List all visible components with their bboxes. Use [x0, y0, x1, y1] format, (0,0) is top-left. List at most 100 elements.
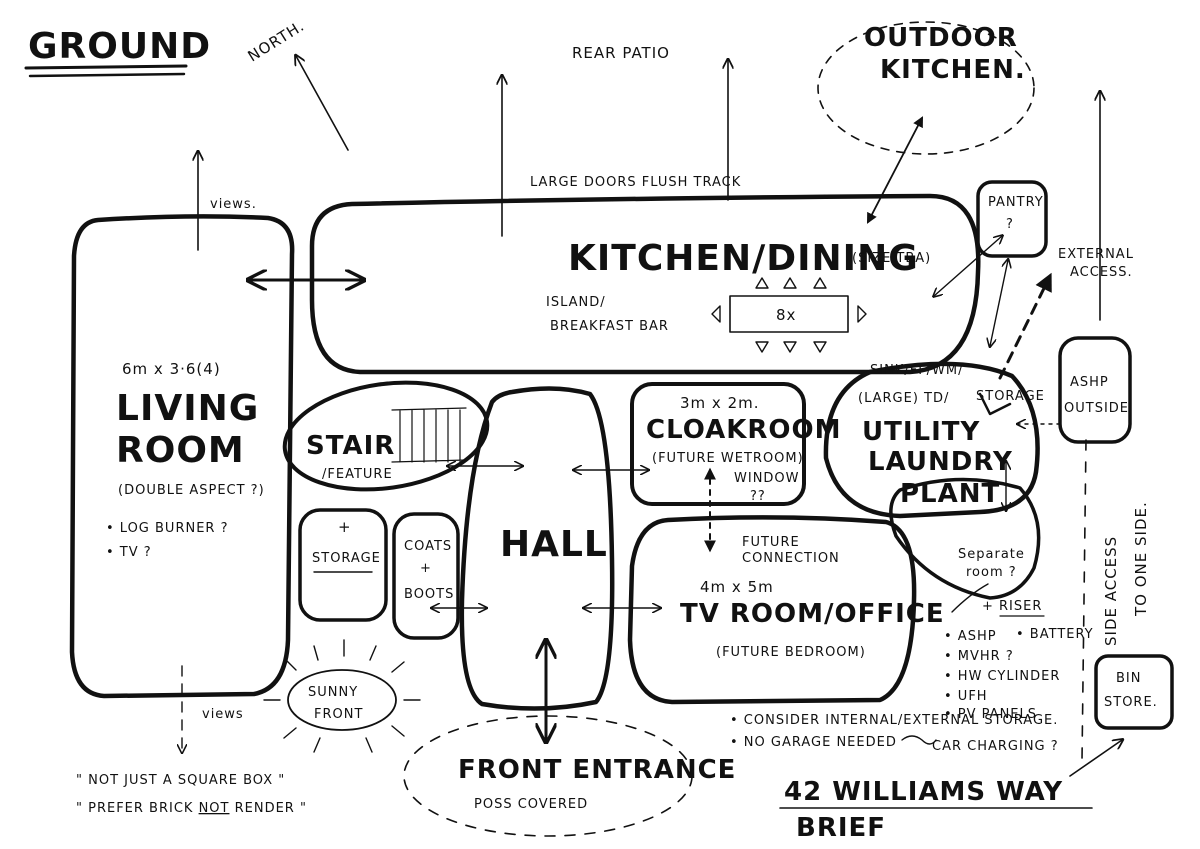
project-brief: BRIEF — [796, 813, 886, 843]
living-bullet-1: • LOG BURNER ? — [106, 521, 229, 536]
separate-room-2: room ? — [966, 565, 1017, 580]
outdoor-kitchen: OUTDOOR KITCHEN. — [817, 21, 1035, 224]
title-underline-2 — [28, 72, 186, 78]
sun-outline — [287, 669, 397, 731]
side-access-line1: SIDE ACCESS — [1102, 536, 1120, 646]
front-entrance-title: FRONT ENTRANCE — [458, 755, 736, 785]
coats-line2: + — [420, 561, 432, 576]
garage-tilde — [901, 735, 937, 745]
sunny-line1: SUNNY — [308, 685, 358, 700]
storage-outline — [298, 508, 388, 622]
utility-laundry-plant: SINK/FF/WM/ (LARGE) TD/ STORAGE UTILITY … — [823, 361, 1045, 613]
note-car-charging: CAR CHARGING ? — [932, 739, 1059, 754]
project-title-block: 42 WILLIAMS WAY BRIEF — [779, 777, 1093, 843]
coats-boots: COATS + BOOTS — [392, 512, 460, 640]
kitchen-pantry-arrow — [934, 236, 1002, 296]
cloakroom: 3m x 2m. CLOAKROOM (FUTURE WETROOM) WIND… — [630, 382, 841, 506]
hall: HALL — [459, 386, 615, 740]
living-outline — [69, 214, 295, 699]
tv-room-office: FUTURE CONNECTION 4m x 5m TV ROOM/OFFICE… — [627, 515, 945, 705]
dining-table — [729, 295, 849, 333]
hall-title: HALL — [500, 524, 608, 565]
side-access-line2: TO ONE SIDE. — [1132, 501, 1150, 617]
ashp-line2: OUTSIDE — [1064, 401, 1129, 416]
front-entrance: FRONT ENTRANCE POSS COVERED — [403, 715, 736, 837]
large-doors-label: LARGE DOORS FLUSH TRACK — [530, 175, 741, 190]
pantry-outline — [976, 180, 1048, 258]
cloakroom-outline — [630, 382, 806, 506]
pantry-label: PANTRY — [988, 195, 1044, 210]
cloakroom-dims: 3m x 2m. — [680, 394, 760, 412]
outdoor-kitchen-outline — [817, 21, 1035, 155]
island-label-1: ISLAND/ — [546, 295, 606, 310]
note-garage: • NO GARAGE NEEDED — [730, 735, 897, 750]
quote-brick: " PREFER BRICK NOT RENDER " — [76, 801, 307, 816]
utility-note-2: (LARGE) TD/ — [858, 391, 949, 406]
living-views-top: views. — [210, 197, 257, 212]
sunny-line2: FRONT — [314, 707, 363, 722]
sunny-front: SUNNY FRONT — [263, 639, 421, 753]
storage: + STORAGE — [298, 508, 388, 622]
sun-rays — [263, 639, 421, 753]
living-title-1: LIVING — [116, 388, 259, 429]
utility-note-3: STORAGE — [976, 389, 1045, 404]
stair-treads — [391, 407, 467, 463]
plant-item-hw-cylinder: • HW CYLINDER — [944, 669, 1060, 684]
ashp-line1: ASHP — [1070, 375, 1109, 390]
utility-note-1: SINK/FF/WM/ — [870, 363, 964, 378]
utility-title-3: PLANT — [900, 479, 1000, 509]
kitchen-dining: KITCHEN/DINING (SIZE TBA) ISLAND/ BREAKF… — [309, 193, 1002, 375]
bin-line2: STORE. — [1104, 695, 1158, 710]
living-bullet-2: • TV ? — [106, 545, 152, 560]
separate-room-1: Separate — [958, 547, 1025, 562]
external-access-arrow — [998, 272, 1052, 380]
quote-brick-a: " PREFER BRICK — [76, 801, 199, 816]
bin-store-outline — [1094, 654, 1174, 730]
tv-dims: 4m x 5m — [700, 578, 774, 596]
utility-title-2: LAUNDRY — [868, 447, 1013, 477]
north-label: NORTH. — [245, 17, 308, 66]
island-label-2: BREAKFAST BAR — [550, 319, 669, 334]
cloakroom-window-1: WINDOW — [734, 471, 800, 486]
rear-patio-label: REAR PATIO — [572, 44, 670, 62]
stair: STAIR /FEATURE — [282, 380, 490, 492]
bin-store: BIN STORE. — [1094, 654, 1174, 730]
table-seats: 8x — [776, 306, 796, 324]
plant-room-outline — [889, 477, 1041, 600]
plant-item-ashp: • ASHP — [944, 629, 997, 644]
living-aspect: (DOUBLE ASPECT ?) — [118, 483, 265, 498]
kitchen-outline — [309, 193, 981, 375]
plant-item-list: • ASHP • BATTERY • MVHR ? • HW CYLINDER … — [944, 627, 1093, 722]
north-arrow-line — [296, 56, 349, 151]
front-entrance-outline — [403, 715, 693, 837]
plant-item-ufh: • UFH — [944, 689, 988, 704]
coats-line1: COATS — [404, 539, 452, 554]
storage-label: STORAGE — [312, 551, 381, 566]
pantry-utility-arrow — [990, 260, 1008, 346]
tv-sub: (FUTURE BEDROOM) — [716, 645, 866, 660]
pantry: PANTRY ? — [976, 180, 1048, 258]
quote-square-box: " NOT JUST A SQUARE BOX " — [76, 773, 285, 788]
storage-plus: + — [338, 518, 352, 536]
bin-line1: BIN — [1116, 671, 1141, 686]
tv-future-2: CONNECTION — [742, 551, 840, 566]
riser-label: + RISER — [982, 599, 1042, 614]
living-room: 6m x 3·6(4) LIVING ROOM (DOUBLE ASPECT ?… — [69, 152, 295, 752]
stair-title: STAIR — [306, 431, 395, 461]
bin-store-arrow — [1069, 740, 1122, 777]
tv-title: TV ROOM/OFFICE — [680, 599, 945, 629]
outdoor-kitchen-line1: OUTDOOR — [864, 23, 1018, 53]
external-access-line1: EXTERNAL — [1058, 247, 1134, 262]
cloakroom-sub: (FUTURE WETROOM) — [652, 451, 804, 466]
front-entrance-sub: POSS COVERED — [474, 797, 588, 812]
cloakroom-window-2: ?? — [750, 489, 766, 504]
utility-outline — [823, 361, 1040, 519]
coats-line3: BOOTS — [404, 587, 454, 602]
quote-brick-not: NOT — [199, 801, 230, 816]
ashp-outline — [1058, 336, 1132, 444]
kitchen-title: KITCHEN/DINING — [568, 238, 919, 279]
outdoor-kitchen-line2: KITCHEN. — [880, 55, 1026, 85]
north-arrow: NORTH. — [245, 17, 349, 151]
title-underline — [24, 64, 188, 70]
